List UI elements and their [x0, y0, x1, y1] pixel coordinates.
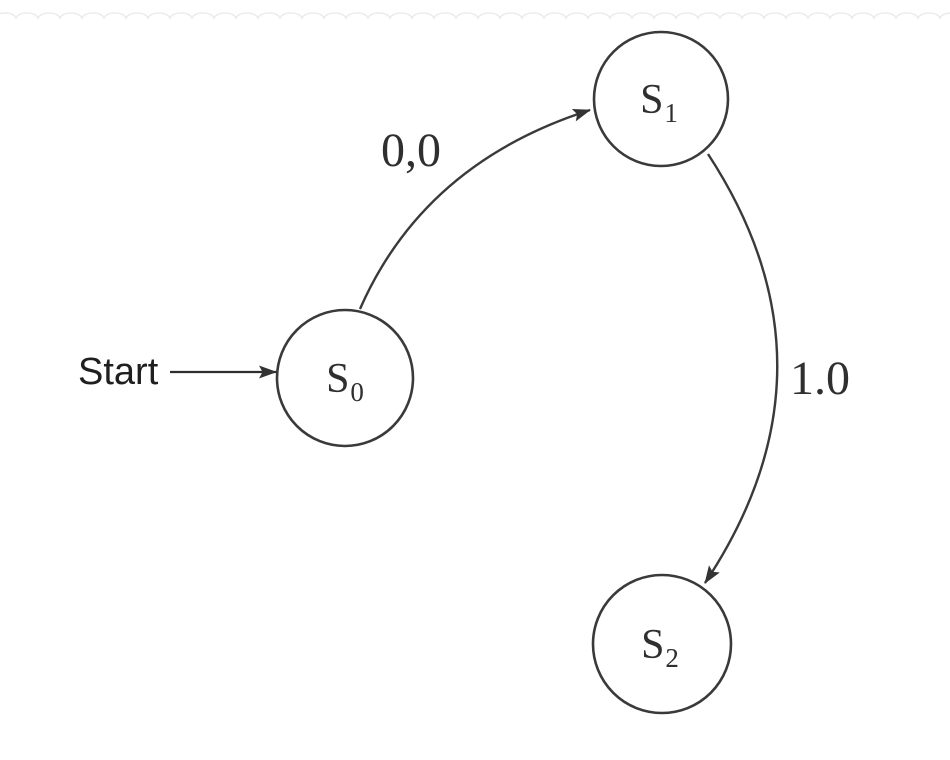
edge-s1-s2-arrow — [704, 153, 779, 584]
edge-s0-s1-arrow — [358, 108, 591, 310]
state-node-s0 — [275, 308, 415, 448]
state-s1-label-base: S — [640, 77, 663, 123]
state-s1-label-sub: 1 — [664, 98, 678, 128]
state-node-s2 — [591, 573, 733, 715]
scan-artifact-line — [0, 12, 950, 20]
state-node-s1 — [592, 30, 730, 168]
state-node-s1-label: S1 — [640, 77, 678, 128]
edge-s1-s2-label: 1.0 — [790, 352, 850, 405]
state-s0-label-sub: 0 — [350, 377, 364, 407]
state-s2-label-sub: 2 — [665, 643, 679, 673]
state-s2-label-base: S — [641, 622, 664, 668]
state-node-s2-label: S2 — [641, 622, 679, 673]
start-label: Start — [78, 351, 159, 393]
state-s0-label-base: S — [326, 356, 349, 402]
edge-s0-s1-label: 0,0 — [381, 124, 441, 177]
state-node-s0-label: S0 — [326, 356, 364, 407]
